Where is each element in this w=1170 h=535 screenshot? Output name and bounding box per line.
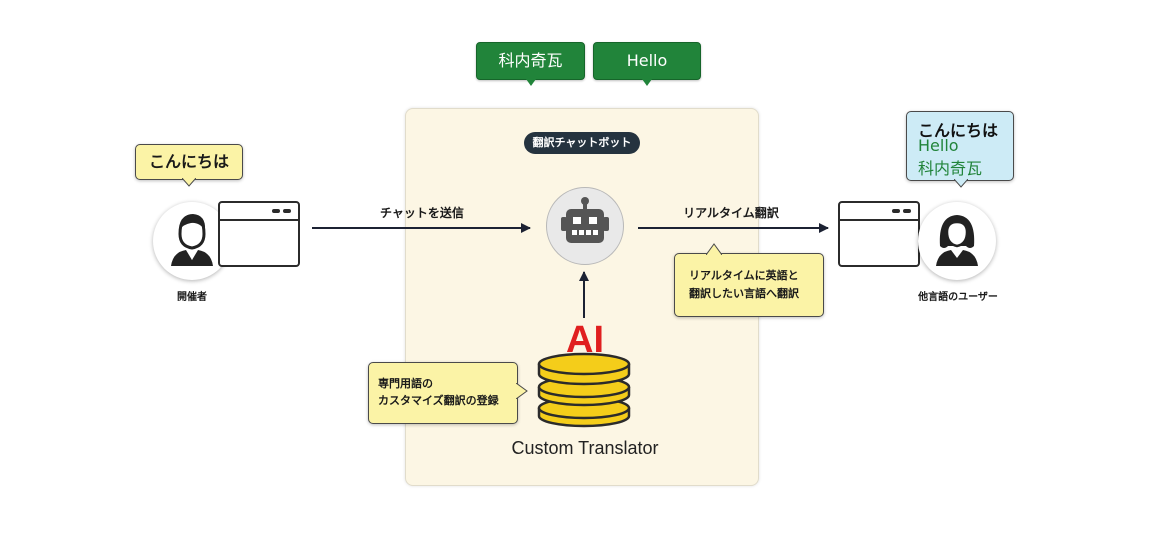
- realtime-note-line-1: リアルタイムに英語と: [689, 269, 799, 282]
- woman-icon: [936, 215, 978, 266]
- realtime-note-line-2: 翻訳したい言語へ翻訳: [689, 287, 799, 300]
- window-control-icon: [892, 209, 900, 213]
- robot-icon: [561, 197, 609, 243]
- man-icon: [171, 214, 213, 266]
- bubble-tail: [516, 383, 528, 399]
- custom-note-line-2: カスタマイズ翻訳の登録: [378, 394, 499, 407]
- other-bubble-line-zh: 科内奇瓦: [918, 159, 983, 178]
- other-bubble-line-ja: こんにちは: [918, 121, 999, 140]
- realtime-note: リアルタイムに英語と 翻訳したい言語へ翻訳: [674, 243, 824, 317]
- database-icon: [537, 352, 631, 428]
- other-bubble-line-en: Hello: [918, 136, 959, 155]
- window-control-icon: [903, 209, 911, 213]
- other-user-avatar: [918, 202, 996, 280]
- other-user-speech-bubble: こんにちは Hello 科内奇瓦: [906, 111, 1014, 188]
- window-title-bar: [840, 219, 918, 221]
- other-user-label: 他言語のユーザー: [918, 292, 998, 303]
- developer-speech-bubble: こんにちは: [135, 144, 243, 187]
- robot-avatar: [546, 187, 624, 265]
- bubble-tail: [954, 179, 968, 188]
- other-user-browser-window: [838, 201, 920, 267]
- window-title-bar: [220, 219, 298, 221]
- developer-bubble-text: こんにちは: [148, 152, 229, 171]
- custom-term-note: 専門用語の カスタマイズ翻訳の登録: [368, 362, 528, 424]
- bubble-tail: [182, 178, 196, 187]
- green-bubble-chinese: 科内奇瓦: [476, 42, 585, 86]
- custom-translator-label: Custom Translator: [511, 438, 659, 458]
- developer-label: 開催者: [177, 292, 207, 303]
- window-control-icon: [272, 209, 280, 213]
- window-control-icon: [283, 209, 291, 213]
- realtime-arrow-label: リアルタイム翻訳: [683, 206, 779, 220]
- chatbot-pill-label: 翻訳チャットボット: [524, 132, 640, 154]
- custom-note-line-1: 専門用語の: [378, 377, 433, 390]
- bubble-tail: [706, 243, 722, 255]
- green-bubble-english: Hello: [593, 42, 701, 86]
- send-arrow-label: チャットを送信: [380, 206, 464, 220]
- developer-browser-window: [218, 201, 300, 267]
